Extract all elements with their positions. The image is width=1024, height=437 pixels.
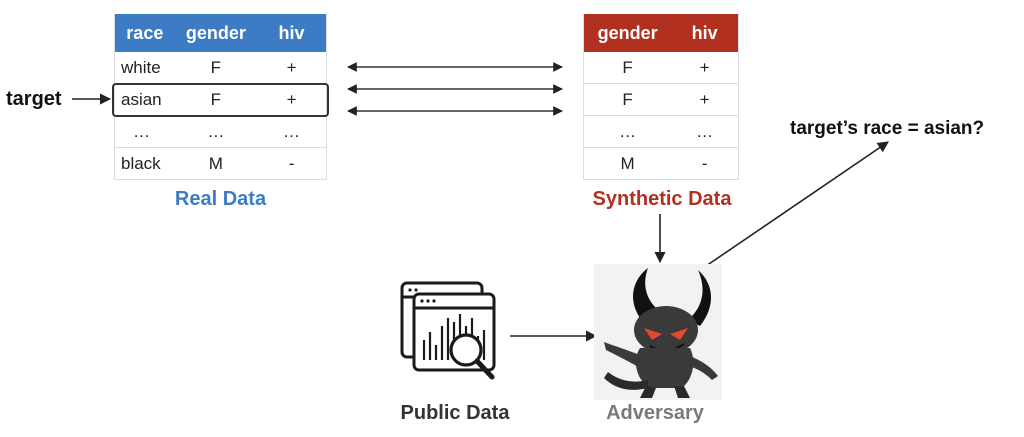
real-cell: black: [114, 147, 175, 180]
synthetic-header-gender: gender: [583, 14, 672, 52]
synthetic-header-hiv: hiv: [671, 14, 739, 52]
synthetic-cell: F: [583, 83, 672, 116]
devil-adversary-icon: [594, 264, 722, 400]
table-row: black M -: [114, 147, 327, 180]
synthetic-data-table: gender hiv F + F + … … M -: [583, 14, 739, 180]
table-row: asian F +: [114, 83, 327, 116]
magnifier-data-window-icon: [400, 281, 496, 380]
synthetic-cell: F: [583, 52, 672, 84]
table-row: F +: [583, 83, 739, 116]
real-header-race: race: [114, 14, 175, 52]
synthetic-cell: …: [583, 115, 672, 148]
synthetic-data-caption: Synthetic Data: [592, 188, 732, 210]
adversary-caption: Adversary: [606, 402, 704, 424]
real-cell: …: [174, 115, 258, 148]
real-cell: F: [174, 52, 258, 84]
real-data-table: race gender hiv white F + asian F + … … …: [114, 14, 327, 180]
real-header-row: race gender hiv: [114, 14, 327, 52]
synthetic-header-row: gender hiv: [583, 14, 739, 52]
real-cell: asian: [114, 83, 175, 116]
real-cell: +: [257, 83, 327, 116]
table-row: … …: [583, 115, 739, 148]
adversary-to-question-arrow: [705, 141, 889, 267]
target-row-highlight: [112, 83, 329, 117]
target-label: target: [6, 88, 62, 110]
real-cell: …: [257, 115, 327, 148]
real-data-caption: Real Data: [174, 188, 267, 210]
real-cell: -: [257, 147, 327, 180]
real-cell: +: [257, 52, 327, 84]
real-cell: …: [114, 115, 175, 148]
synthetic-cell: M: [583, 147, 672, 180]
double-arrows: [347, 62, 563, 116]
real-header-gender: gender: [174, 14, 258, 52]
public-data-caption: Public Data: [400, 402, 510, 424]
table-row: M -: [583, 147, 739, 180]
table-row: F +: [583, 52, 739, 84]
synthetic-cell: +: [671, 83, 739, 116]
real-cell: M: [174, 147, 258, 180]
synthetic-cell: +: [671, 52, 739, 84]
synthetic-cell: -: [671, 147, 739, 180]
table-row: white F +: [114, 52, 327, 84]
real-header-hiv: hiv: [257, 14, 327, 52]
table-row: … … …: [114, 115, 327, 148]
synthetic-cell: …: [671, 115, 739, 148]
question-label: target’s race = asian?: [790, 118, 985, 139]
